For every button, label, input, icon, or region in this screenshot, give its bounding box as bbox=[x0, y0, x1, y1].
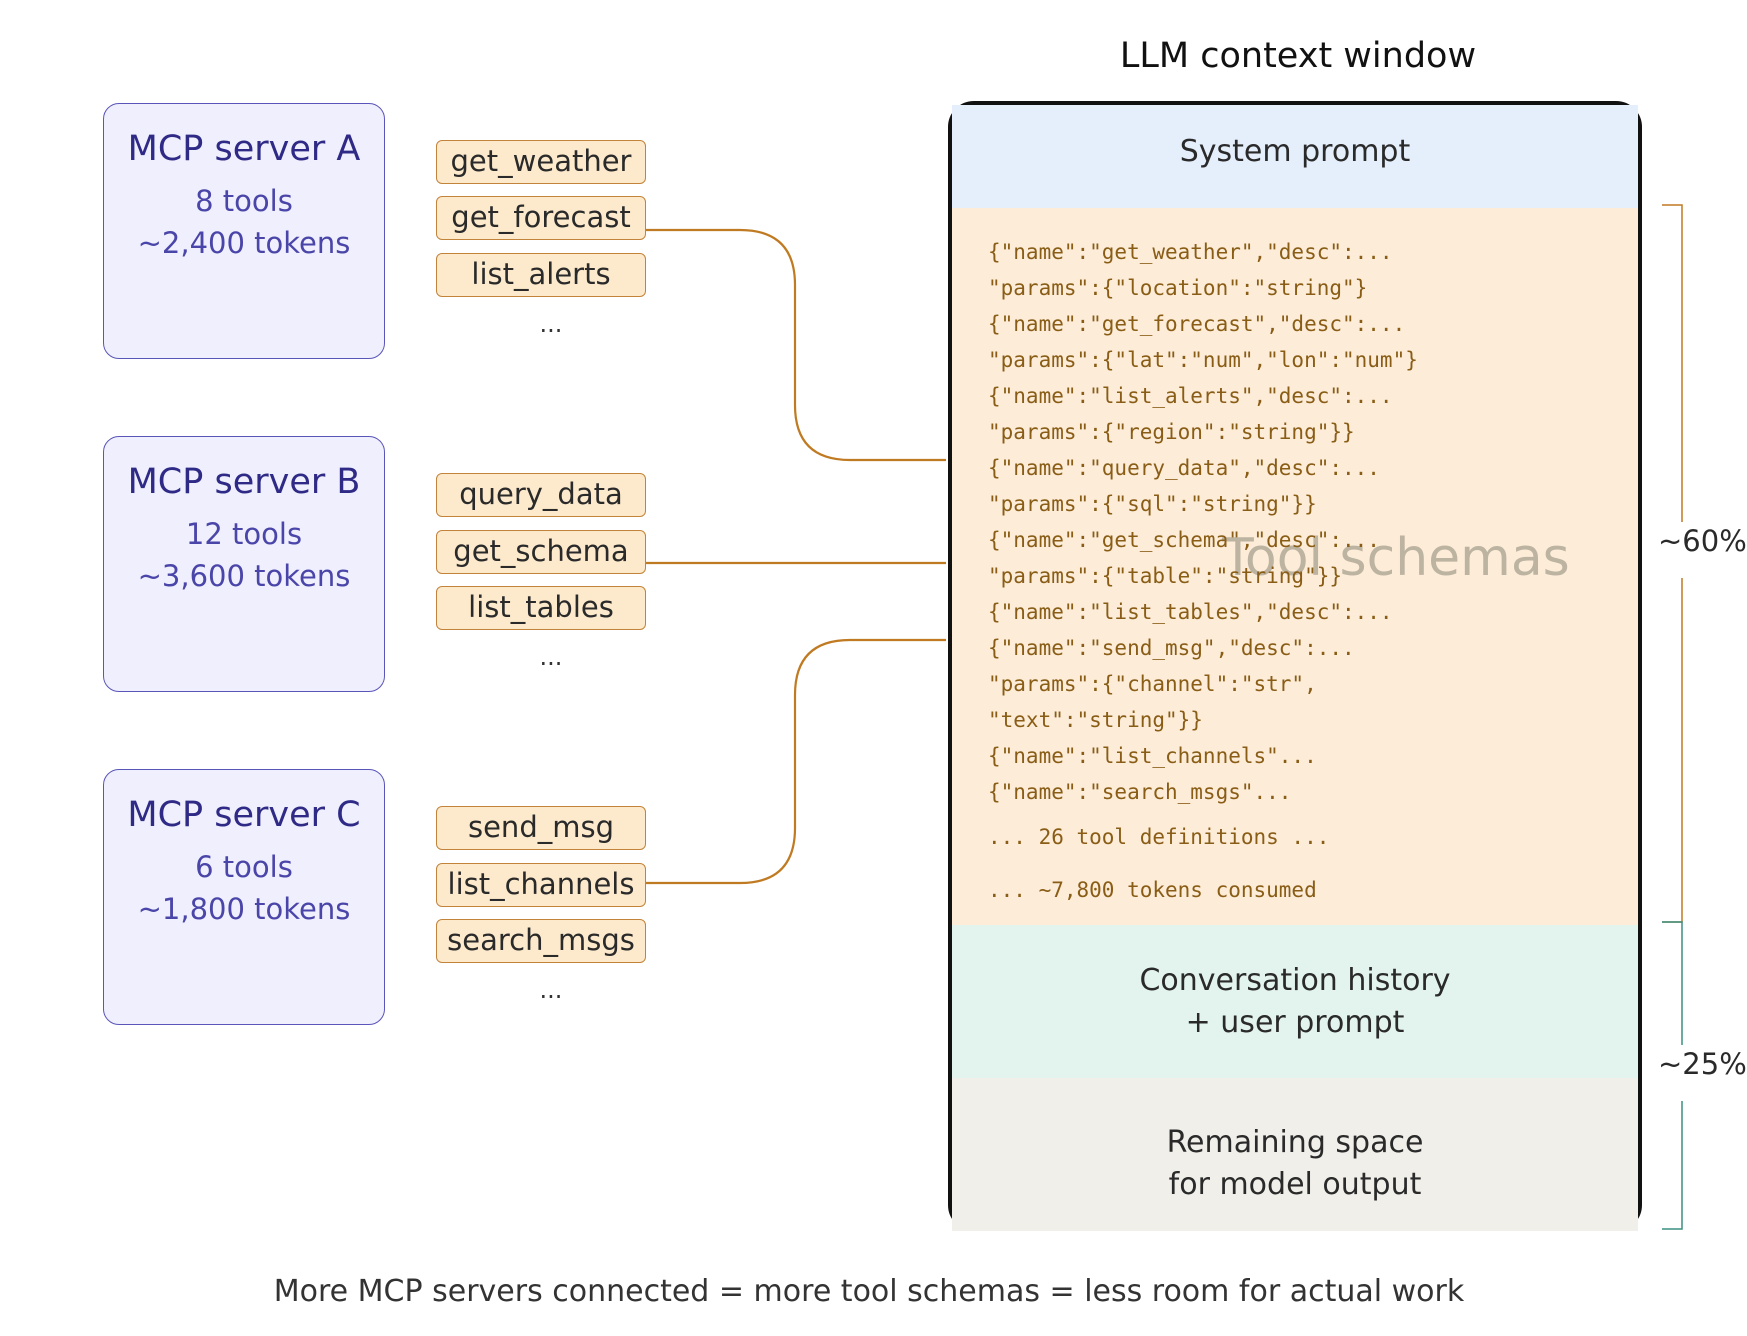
tool-get-schema: get_schema bbox=[436, 530, 646, 574]
tool-list-channels: list_channels bbox=[436, 863, 646, 907]
server-tool-count: 12 tools bbox=[185, 517, 303, 551]
server-b-box: MCP server B 12 tools ~3,600 tokens bbox=[103, 436, 385, 692]
schema-line: {"name":"get_forecast","desc":... bbox=[988, 312, 1406, 336]
schema-line: {"name":"send_msg","desc":... bbox=[988, 636, 1355, 660]
server-tool-count: 6 tools bbox=[195, 850, 293, 884]
tool-schemas-region: Tool schemas {"name":"get_weather","desc… bbox=[952, 208, 1638, 925]
schema-token-count: ... ~7,800 tokens consumed bbox=[988, 878, 1317, 902]
connector-server-a bbox=[646, 228, 946, 462]
connector-server-c bbox=[646, 638, 946, 885]
schema-line: {"name":"search_msgs"... bbox=[988, 780, 1292, 804]
tool-get-weather: get_weather bbox=[436, 140, 646, 184]
schema-summary: ... 26 tool definitions ... bbox=[988, 825, 1330, 849]
schemas-bracket bbox=[1662, 204, 1683, 923]
tool-list-alerts: list_alerts bbox=[436, 253, 646, 297]
tool-ellipsis: ... bbox=[539, 976, 563, 1004]
remaining-label-line-1: Remaining space bbox=[1166, 1125, 1424, 1160]
conversation-label-line-2: + user prompt bbox=[1185, 1005, 1405, 1040]
schema-line: {"name":"get_weather","desc":... bbox=[988, 240, 1393, 264]
schema-line: {"name":"list_tables","desc":... bbox=[988, 600, 1393, 624]
tool-search-msgs: search_msgs bbox=[436, 919, 646, 963]
schema-line: "params":{"region":"string"}} bbox=[988, 420, 1355, 444]
remaining-label-line-2: for model output bbox=[1168, 1167, 1422, 1202]
server-name: MCP server C bbox=[127, 795, 361, 835]
schema-line: {"name":"list_channels"... bbox=[988, 744, 1317, 768]
tool-ellipsis: ... bbox=[539, 643, 563, 671]
context-window-title: LLM context window bbox=[1119, 36, 1477, 76]
schema-line: "params":{"location":"string"} bbox=[988, 276, 1368, 300]
conversation-percentage: ~25% bbox=[1658, 1047, 1747, 1081]
server-tool-count: 8 tools bbox=[195, 184, 293, 218]
conversation-label-line-1: Conversation history bbox=[1139, 963, 1451, 998]
server-token-count: ~2,400 tokens bbox=[137, 226, 351, 260]
schema-line: {"name":"list_alerts","desc":... bbox=[988, 384, 1393, 408]
server-token-count: ~1,800 tokens bbox=[137, 892, 351, 926]
schema-line: "text":"string"}} bbox=[988, 708, 1203, 732]
server-a-box: MCP server A 8 tools ~2,400 tokens bbox=[103, 103, 385, 359]
tool-get-forecast: get_forecast bbox=[436, 196, 646, 240]
tool-query-data: query_data bbox=[436, 473, 646, 517]
schemas-percentage: ~60% bbox=[1658, 524, 1747, 558]
schema-line: {"name":"query_data","desc":... bbox=[988, 456, 1380, 480]
server-c-box: MCP server C 6 tools ~1,800 tokens bbox=[103, 769, 385, 1025]
caption: More MCP servers connected = more tool s… bbox=[273, 1274, 1465, 1309]
schema-line: "params":{"lat":"num","lon":"num"} bbox=[988, 348, 1418, 372]
system-prompt-region: System prompt bbox=[952, 105, 1638, 208]
tool-schemas-label: Tool schemas bbox=[1222, 528, 1570, 588]
tool-list-tables: list_tables bbox=[436, 586, 646, 630]
remaining-space-region: Remaining space for model output bbox=[952, 1078, 1638, 1231]
tool-send-msg: send_msg bbox=[436, 806, 646, 850]
system-prompt-label: System prompt bbox=[1179, 134, 1411, 169]
schema-line: {"name":"get_schema","desc":... bbox=[988, 528, 1380, 552]
schema-line: "params":{"channel":"str", bbox=[988, 672, 1317, 696]
server-token-count: ~3,600 tokens bbox=[137, 559, 351, 593]
conversation-region: Conversation history + user prompt bbox=[952, 925, 1638, 1078]
schema-line: "params":{"table":"string"}} bbox=[988, 564, 1343, 588]
tool-ellipsis: ... bbox=[539, 310, 563, 338]
schema-line: "params":{"sql":"string"}} bbox=[988, 492, 1317, 516]
server-name: MCP server B bbox=[127, 462, 361, 502]
context-window: System prompt Tool schemas {"name":"get_… bbox=[948, 101, 1642, 1231]
server-name: MCP server A bbox=[127, 129, 361, 169]
conversation-bracket bbox=[1662, 921, 1683, 1230]
